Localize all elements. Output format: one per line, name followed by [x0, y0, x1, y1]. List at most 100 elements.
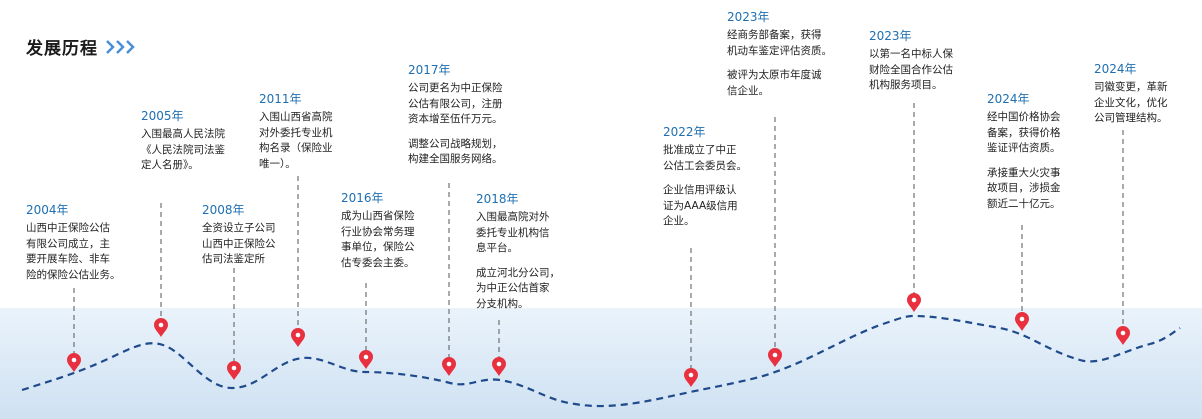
event-year: 2018年 [476, 192, 519, 206]
event-line: 证为AAA级信用 [663, 199, 738, 212]
timeline-event: 2016年成为山西省保险行业协会常务理事单位，保险公估专委会主委。 [341, 191, 481, 271]
event-line: 企业信用评级认 [663, 184, 737, 196]
event-description: 入围山西省高院对外委托专业机构名录（保险业唯一）。 [259, 110, 399, 172]
event-description: 入围最高院对外委托专业机构信息平台。 [476, 210, 616, 257]
page-title: 发展历程 [26, 39, 98, 59]
event-line: 信企业。 [727, 84, 769, 97]
timeline-event: 2005年入围最高人民法院《人民法院司法鉴定人名册》。 [141, 109, 281, 174]
location-pin-icon [907, 293, 921, 312]
event-year: 2023年 [727, 10, 770, 24]
event-line: 险的保险公估业务。 [26, 268, 121, 281]
event-description: 成立河北分公司， 为中正公估首家分支机构。 [476, 266, 616, 313]
event-year: 2004年 [26, 203, 69, 217]
timeline-event: 2004年山西中正保险公估有限公司成立，主要开展车险、非车险的保险公估业务。 [26, 203, 166, 283]
event-line: 有限公司成立，主 [26, 237, 110, 250]
event-line: 入围最高院对外 [476, 211, 550, 223]
event-year: 2024年 [987, 92, 1030, 106]
event-line: 公司管理结构。 [1094, 112, 1168, 124]
event-line: 为中正公估首家 [476, 282, 550, 294]
location-pin-icon [1015, 312, 1029, 331]
event-line: 批准成立了中正 [663, 144, 737, 156]
event-line: 定人名册》。 [141, 159, 199, 171]
event-line: 入围山西省高院 [259, 111, 333, 123]
event-line: 司徽变更，革新 [1094, 81, 1168, 93]
location-pin-icon [67, 353, 81, 372]
event-line: 委托专业机构信 [476, 226, 550, 239]
location-pin-icon [1116, 326, 1130, 345]
event-line: 公估工会委员会。 [663, 159, 747, 172]
event-line: 机构服务项目。 [869, 79, 943, 91]
event-line: 以第一名中标人保 [869, 48, 953, 60]
location-pin-icon [768, 348, 782, 367]
event-description: 经中国价格协会备案，获得价格鉴证评估资质。 [987, 110, 1127, 157]
event-year: 2024年 [1094, 62, 1137, 76]
event-line: 备案，获得价格 [987, 126, 1061, 139]
event-line: 估专委会主委。 [341, 256, 415, 269]
event-line: 入围最高人民法院 [141, 128, 225, 140]
stem-lines [73, 103, 1124, 370]
location-pin-icon [359, 350, 373, 369]
event-line: 公估有限公司，注册 [408, 97, 503, 110]
bottom-band [0, 308, 1202, 419]
section-header: 发展历程 [26, 34, 138, 59]
event-line: 唯一）。 [259, 157, 296, 170]
event-description: 承接重大火灾事故项目，涉损金额近二十亿元。 [987, 166, 1127, 213]
event-line: 被评为太原市年度诚 [727, 69, 822, 81]
event-line: 要开展车险、非车 [26, 253, 110, 265]
event-line: 公司更名为中正保险 [408, 82, 503, 94]
pin-markers [67, 293, 1130, 387]
event-line: 经中国价格协会 [987, 111, 1061, 123]
event-line: 企业。 [663, 215, 695, 227]
event-line: 行业协会常务理 [341, 225, 415, 238]
event-description: 企业信用评级认证为AAA级信用企业。 [663, 183, 803, 230]
timeline-event: 2024年经中国价格协会备案，获得价格鉴证评估资质。承接重大火灾事故项目，涉损金… [987, 92, 1127, 212]
event-line: 企业文化，优化 [1094, 96, 1168, 109]
event-description: 山西中正保险公估有限公司成立，主要开展车险、非车险的保险公估业务。 [26, 221, 166, 283]
event-line: 成立河北分公司， [476, 266, 560, 279]
event-year: 2023年 [869, 29, 912, 43]
event-line: 财险全国合作公估 [869, 63, 953, 76]
timeline-event: 2023年以第一名中标人保财险全国合作公估机构服务项目。 [869, 29, 1009, 94]
event-line: 额近二十亿元。 [987, 197, 1061, 210]
event-line: 调整公司战略规划， [408, 137, 503, 150]
event-line: 山西中正保险公 [202, 237, 276, 250]
timeline-event: 2011年入围山西省高院对外委托专业机构名录（保险业唯一）。 [259, 92, 399, 172]
event-line: 机动车鉴定评估资质。 [727, 44, 832, 57]
chevrons-icon [106, 39, 138, 54]
event-description: 成为山西省保险行业协会常务理事单位，保险公估专委会主委。 [341, 209, 481, 271]
event-description: 调整公司战略规划， 构建全国服务网络。 [408, 137, 548, 168]
event-year: 2017年 [408, 63, 451, 77]
location-pin-icon [227, 361, 241, 380]
event-line: 事单位，保险公 [341, 241, 415, 253]
timeline-event: 2022年批准成立了中正公估工会委员会。企业信用评级认证为AAA级信用企业。 [663, 125, 803, 230]
event-year: 2016年 [341, 191, 384, 205]
event-line: 故项目，涉损金 [987, 182, 1061, 194]
event-line: 经商务部备案，获得 [727, 29, 822, 41]
event-line: 估司法鉴定所 [202, 253, 265, 265]
event-line: 承接重大火灾事 [987, 166, 1061, 179]
timeline-wave [21, 314, 1181, 408]
event-year: 2005年 [141, 109, 184, 123]
event-year: 2022年 [663, 125, 706, 139]
event-line: 《人民法院司法鉴 [141, 143, 225, 156]
event-line: 对外委托专业机 [259, 126, 333, 139]
timeline-event: 2023年经商务部备案，获得机动车鉴定评估资质。被评为太原市年度诚信企业。 [727, 10, 867, 99]
event-description: 司徽变更，革新企业文化，优化公司管理结构。 [1094, 80, 1202, 127]
event-description: 经商务部备案，获得机动车鉴定评估资质。 [727, 28, 867, 59]
event-description: 被评为太原市年度诚信企业。 [727, 68, 867, 99]
event-line: 分支机构。 [476, 297, 529, 310]
event-description: 批准成立了中正公估工会委员会。 [663, 143, 803, 174]
timeline-event: 2017年公司更名为中正保险公估有限公司，注册资本增至伍仟万元。调整公司战略规划… [408, 63, 548, 168]
timeline-event: 2018年入围最高院对外委托专业机构信息平台。成立河北分公司， 为中正公估首家分支… [476, 192, 616, 312]
event-year: 2008年 [202, 203, 245, 217]
event-description: 入围最高人民法院《人民法院司法鉴定人名册》。 [141, 127, 281, 174]
event-line: 构建全国服务网络。 [408, 153, 503, 165]
location-pin-icon [291, 328, 305, 347]
location-pin-icon [684, 368, 698, 387]
event-description: 全资设立子公司山西中正保险公估司法鉴定所 [202, 221, 342, 268]
timeline-event: 2024年司徽变更，革新企业文化，优化公司管理结构。 [1094, 62, 1202, 127]
event-line: 鉴证评估资质。 [987, 142, 1061, 154]
timeline-event: 2008年全资设立子公司山西中正保险公估司法鉴定所 [202, 203, 342, 268]
